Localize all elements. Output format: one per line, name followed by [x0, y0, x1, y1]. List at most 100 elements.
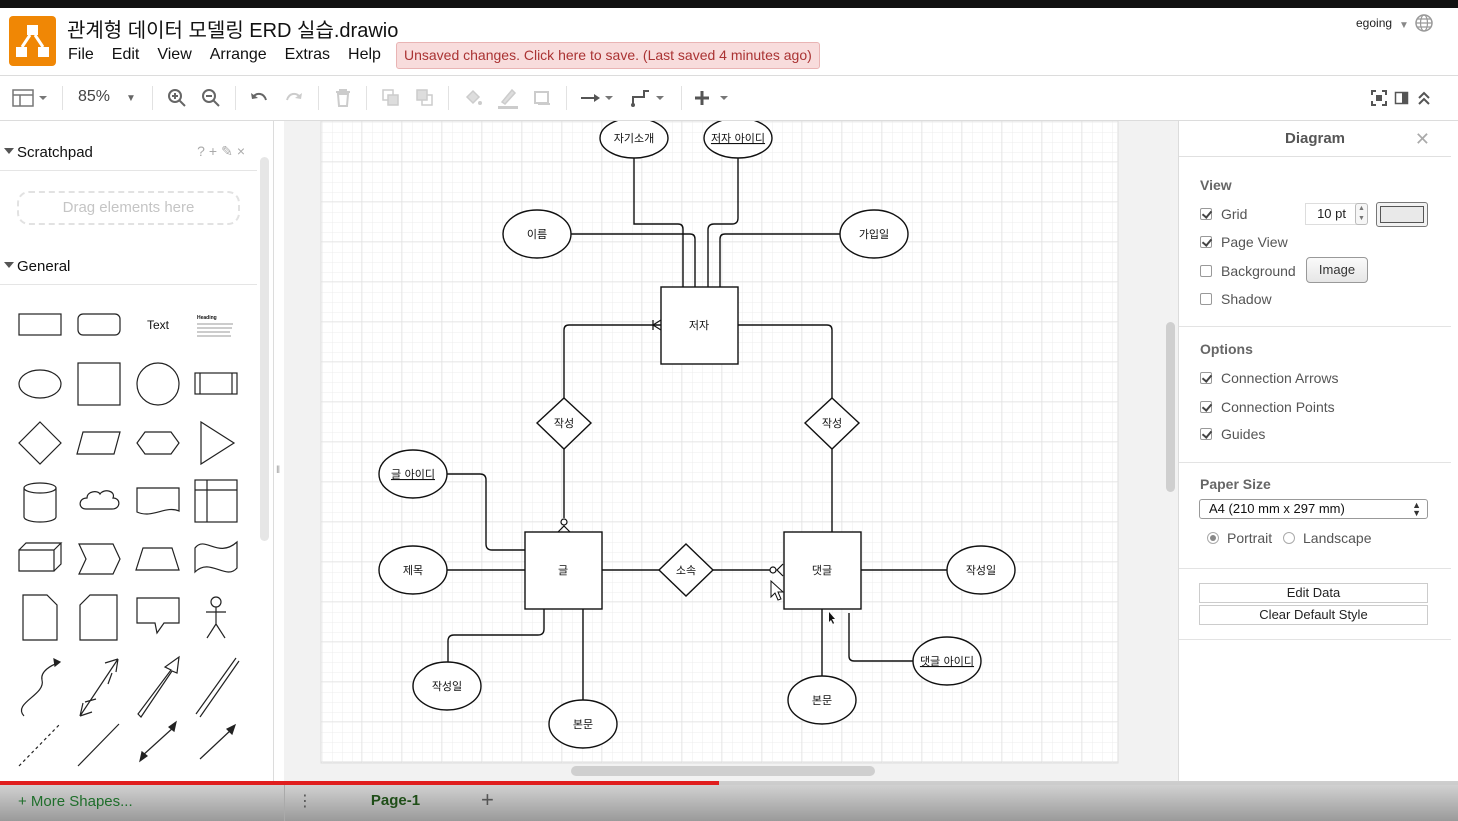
menu-extras[interactable]: Extras: [284, 46, 331, 63]
key-attribute-label: 글 아이디: [391, 468, 435, 481]
attr-post-date: [412, 661, 482, 711]
connection-arrows-checkbox[interactable]: [1200, 372, 1212, 384]
attribute-label: 작성일: [966, 563, 996, 577]
zoom-out-icon[interactable]: [200, 86, 222, 110]
add-page-icon[interactable]: +: [481, 787, 494, 812]
video-progress-track[interactable]: [0, 781, 1458, 785]
chevron-down-icon[interactable]: [4, 148, 14, 154]
shadow-option[interactable]: Shadow: [1200, 289, 1272, 309]
scratchpad-header[interactable]: Scratchpad ? + ✎ ×: [0, 133, 257, 171]
page-tab[interactable]: Page-1: [370, 792, 421, 809]
waypoints-icon[interactable]: [630, 86, 668, 110]
zoom-caret-icon[interactable]: ▼: [126, 92, 136, 104]
zoom-level[interactable]: 85%: [78, 88, 111, 105]
video-progress-bar[interactable]: [0, 781, 719, 785]
general-header[interactable]: General: [0, 247, 257, 285]
page-menu-icon[interactable]: ⋮: [297, 793, 313, 810]
user-name[interactable]: egoing: [1356, 16, 1393, 30]
menu-file[interactable]: File: [68, 46, 94, 63]
portrait-option[interactable]: Portrait: [1207, 528, 1272, 548]
grid-option[interactable]: Grid: [1200, 204, 1247, 224]
menu-help[interactable]: Help: [348, 46, 381, 63]
toolbar-separator: [318, 86, 319, 110]
cube-shape: [18, 542, 63, 572]
more-shapes-button[interactable]: + More Shapes...: [18, 793, 133, 810]
grid-color-swatch[interactable]: [1376, 202, 1428, 227]
relationship-label: 소속: [676, 564, 696, 577]
panel-title[interactable]: Diagram: [1179, 121, 1451, 157]
edit-data-button[interactable]: Edit Data: [1199, 583, 1428, 603]
portrait-radio[interactable]: [1207, 532, 1219, 544]
line-color-icon[interactable]: [496, 86, 520, 110]
entity-comment-label: 댓글: [812, 564, 832, 577]
card-shape: [79, 594, 118, 641]
sidebar-scrollbar[interactable]: [260, 157, 269, 541]
grid-checkbox[interactable]: [1200, 208, 1212, 220]
to-front-icon[interactable]: [380, 86, 402, 110]
connection-icon[interactable]: [579, 86, 617, 110]
general-label: General: [17, 258, 71, 275]
menu-arrange[interactable]: Arrange: [209, 46, 267, 63]
attr-intro: [599, 121, 669, 159]
help-icon[interactable]: ?: [197, 143, 205, 159]
add-icon[interactable]: +: [208, 143, 218, 159]
unsaved-changes-notice[interactable]: Unsaved changes. Click here to save. (La…: [396, 42, 820, 69]
page-tabs-divider: [284, 781, 285, 821]
shadow-checkbox[interactable]: [1200, 293, 1212, 305]
scratchpad-drop-zone[interactable]: Drag elements here: [17, 191, 240, 225]
shadow-icon[interactable]: [531, 86, 553, 110]
edit-icon[interactable]: ✎: [221, 143, 233, 159]
menu-bar: File Edit View Arrange Extras Help: [68, 46, 399, 64]
paper-size-select[interactable]: A4 (210 mm x 297 mm) ▲▼: [1199, 499, 1428, 519]
document-title[interactable]: 관계형 데이터 모델링 ERD 실습.drawio: [67, 20, 399, 42]
scratchpad-tools: ? + ✎ ×: [197, 143, 245, 160]
diagram-svg[interactable]: 저자 글 댓글 작성 작성 소속 자기소개 저자 아이디 이름 가입일 글 아이…: [284, 121, 1178, 781]
menu-edit[interactable]: Edit: [111, 46, 140, 63]
background-image-button[interactable]: Image: [1306, 257, 1368, 283]
menu-view[interactable]: View: [157, 46, 192, 63]
chevron-down-icon[interactable]: [4, 262, 14, 268]
redo-icon[interactable]: [283, 86, 305, 110]
user-caret-icon[interactable]: ▼: [1399, 20, 1409, 31]
collapse-icon[interactable]: [1415, 86, 1433, 110]
bidirectional-arrow-shape: [79, 658, 119, 717]
canvas-vertical-scrollbar[interactable]: [1166, 322, 1175, 492]
relationship-label: 작성: [554, 417, 574, 430]
format-toggle-icon[interactable]: [1393, 86, 1411, 110]
to-back-icon[interactable]: [414, 86, 436, 110]
scratchpad-label: Scratchpad: [17, 144, 93, 161]
clear-default-style-button[interactable]: Clear Default Style: [1199, 605, 1428, 625]
guides-checkbox[interactable]: [1200, 428, 1212, 440]
background-option[interactable]: Background: [1200, 261, 1296, 281]
square-shape: [77, 362, 121, 406]
text-shape: Text: [147, 318, 170, 332]
zoom-in-icon[interactable]: [166, 86, 188, 110]
fullscreen-icon[interactable]: [1369, 86, 1389, 110]
connection-points-option[interactable]: Connection Points: [1200, 397, 1335, 417]
page-view-option[interactable]: Page View: [1200, 232, 1288, 252]
grid-size-spinner[interactable]: ▲▼: [1355, 203, 1368, 225]
insert-icon[interactable]: [692, 86, 732, 110]
close-icon[interactable]: ×: [236, 143, 245, 159]
guides-option[interactable]: Guides: [1200, 424, 1265, 444]
attr-joined: [839, 209, 909, 259]
diagram-canvas[interactable]: 저자 글 댓글 작성 작성 소속 자기소개 저자 아이디 이름 가입일 글 아이…: [284, 121, 1178, 781]
format-panel-icon[interactable]: [11, 86, 49, 110]
connection-arrows-option[interactable]: Connection Arrows: [1200, 368, 1339, 388]
landscape-option[interactable]: Landscape: [1283, 528, 1372, 548]
globe-icon[interactable]: [1414, 13, 1434, 38]
toolbar-separator: [62, 86, 63, 110]
heading-text-lines: [197, 323, 233, 337]
connection-points-checkbox[interactable]: [1200, 401, 1212, 413]
undo-icon[interactable]: [248, 86, 270, 110]
delete-icon[interactable]: [332, 86, 354, 110]
grid-size-input[interactable]: 10 pt: [1305, 203, 1361, 225]
triangle-shape: [200, 420, 236, 466]
background-checkbox[interactable]: [1200, 265, 1212, 277]
panel-resize-handle[interactable]: ‖: [276, 465, 281, 476]
fill-color-icon[interactable]: [462, 86, 484, 110]
page-view-checkbox[interactable]: [1200, 236, 1212, 248]
close-icon[interactable]: ✕: [1414, 129, 1430, 149]
canvas-horizontal-scrollbar[interactable]: [571, 766, 875, 776]
landscape-radio[interactable]: [1283, 532, 1295, 544]
